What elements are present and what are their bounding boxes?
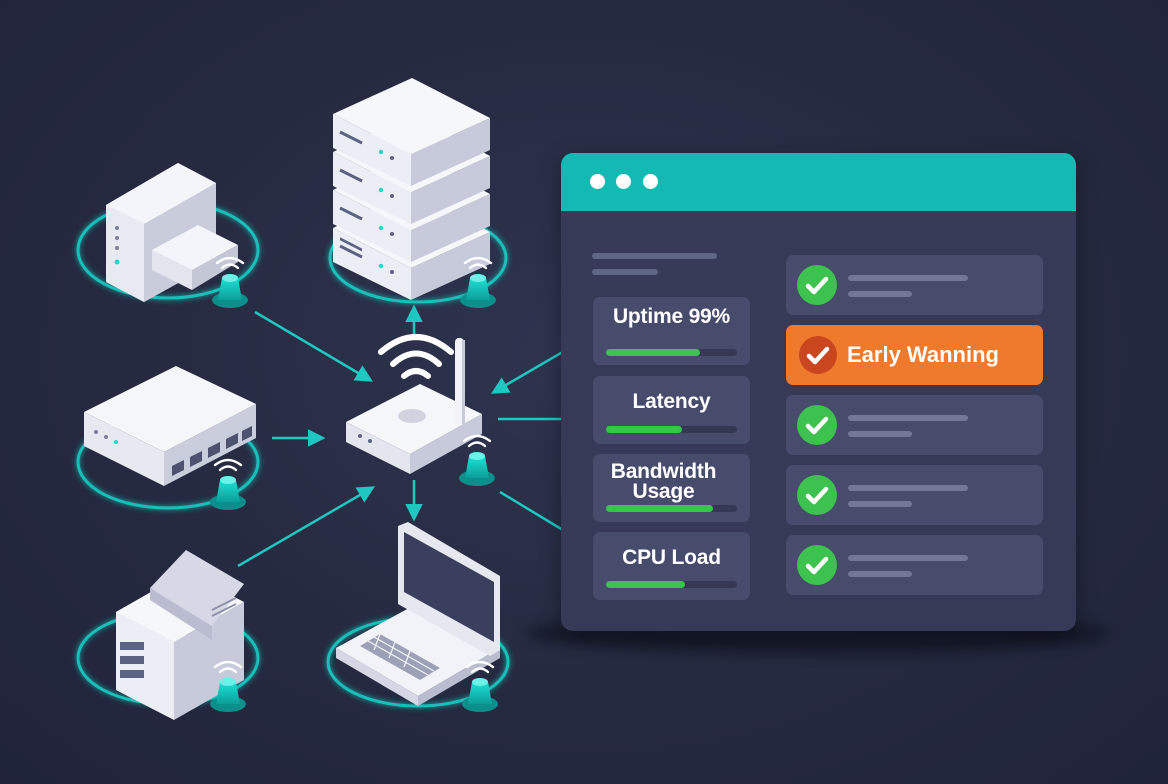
placeholder-line xyxy=(848,555,968,561)
metric-progress-fill xyxy=(606,426,682,433)
office-printer xyxy=(106,163,238,302)
metric-card-bandwidth[interactable]: Bandwidth Usage xyxy=(593,454,750,522)
wifi-router xyxy=(346,334,482,474)
placeholder-line xyxy=(848,501,912,507)
placeholder-line xyxy=(848,431,912,437)
wireless-sensor-icon xyxy=(212,256,248,308)
wifi-signal-icon xyxy=(378,334,454,379)
metric-progress-track xyxy=(606,505,737,512)
placeholder-subheading-line xyxy=(592,269,658,275)
metric-label: Latency xyxy=(632,390,711,413)
placeholder-heading-line xyxy=(592,253,717,259)
check-icon xyxy=(797,545,837,585)
network-switch xyxy=(84,366,256,486)
metric-progress-fill xyxy=(606,581,685,588)
laptop xyxy=(336,522,500,706)
status-row-warning[interactable]: Early Wanning xyxy=(786,325,1043,385)
wireless-sensor-icon xyxy=(210,660,246,712)
placeholder-line xyxy=(848,415,968,421)
server-rack xyxy=(333,78,490,300)
metric-progress-fill xyxy=(606,349,701,356)
window-dot-icon[interactable] xyxy=(590,174,605,189)
window-titlebar xyxy=(561,153,1076,211)
metric-progress-track xyxy=(606,349,737,356)
metric-card-cpu-load[interactable]: CPU Load xyxy=(593,532,750,600)
metric-label: Bandwidth Usage xyxy=(610,460,717,503)
metric-card-uptime[interactable]: Uptime 99% xyxy=(593,297,750,365)
desktop-tower xyxy=(116,550,244,720)
status-row[interactable] xyxy=(786,535,1043,595)
metric-label: Uptime 99% xyxy=(612,305,731,328)
check-icon xyxy=(797,265,837,305)
status-row[interactable] xyxy=(786,465,1043,525)
placeholder-line xyxy=(848,571,912,577)
metric-label: CPU Load xyxy=(622,546,721,569)
check-icon xyxy=(797,405,837,445)
metric-progress-track xyxy=(606,581,737,588)
wireless-sensor-icon xyxy=(460,256,496,308)
metric-progress-track xyxy=(606,426,737,433)
monitoring-dashboard-window: Uptime 99% Latency Bandwidth Usage CPU L… xyxy=(561,153,1076,631)
arrow-icon xyxy=(237,486,376,568)
metric-card-latency[interactable]: Latency xyxy=(593,376,750,444)
server-unit xyxy=(333,78,490,186)
metric-progress-fill xyxy=(606,505,714,512)
placeholder-line xyxy=(848,291,912,297)
wireless-sensor-icon xyxy=(462,660,498,712)
check-icon xyxy=(799,336,837,374)
window-dot-icon[interactable] xyxy=(643,174,658,189)
window-dot-icon[interactable] xyxy=(616,174,631,189)
warning-label: Early Wanning xyxy=(847,342,999,367)
wireless-sensor-icon xyxy=(210,458,246,510)
placeholder-line xyxy=(848,275,968,281)
status-row[interactable] xyxy=(786,255,1043,315)
wireless-sensors xyxy=(210,256,498,712)
check-icon xyxy=(797,475,837,515)
wireless-sensor-icon xyxy=(459,434,495,486)
status-row[interactable] xyxy=(786,395,1043,455)
arrow-icon xyxy=(254,310,374,382)
placeholder-line xyxy=(848,485,968,491)
